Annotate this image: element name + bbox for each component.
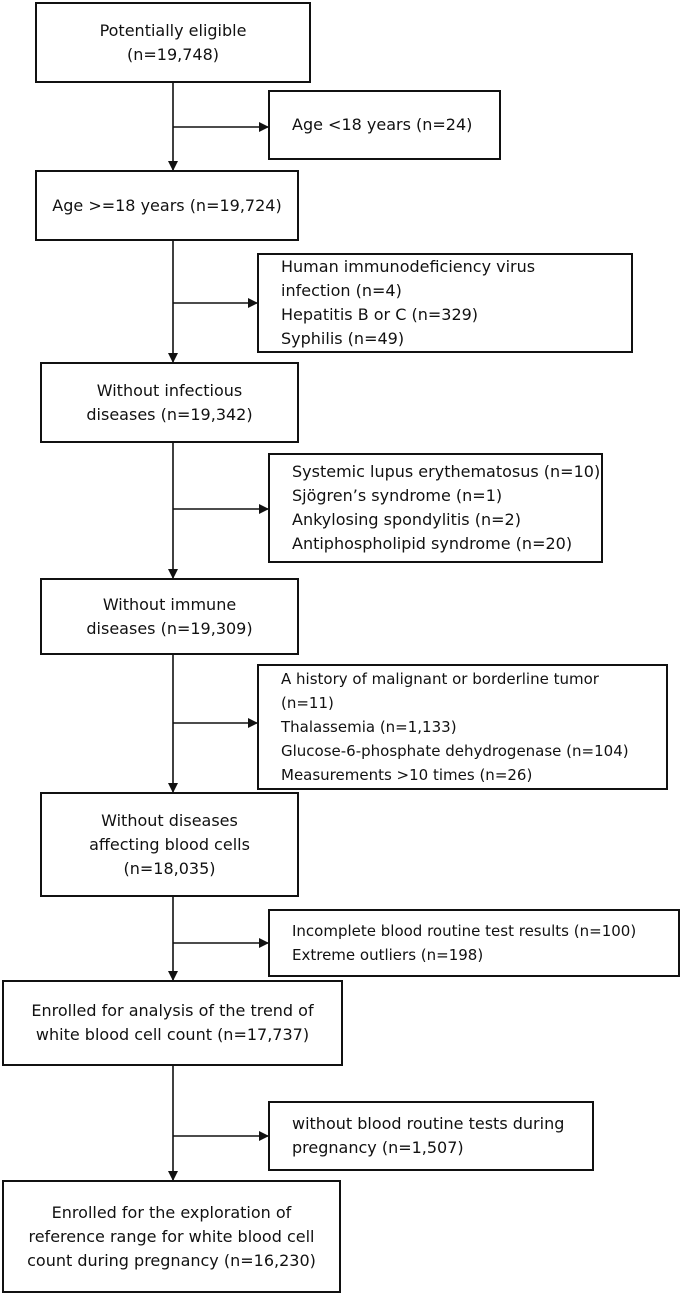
box-text-line: pregnancy (n=1,507) xyxy=(292,1138,464,1157)
box-text-line: (n=18,035) xyxy=(123,858,216,878)
exclusion-box-no-pregnancy-tests: without blood routine tests during pregn… xyxy=(268,1101,594,1171)
box-text-line: Antiphospholipid syndrome (n=20) xyxy=(292,534,573,553)
box-text-line: Enrolled for analysis of the trend of xyxy=(31,1001,314,1020)
box-text-line: Potentially eligible xyxy=(99,20,247,40)
box-enrolled-trend: Enrolled for analysis of the trend of wh… xyxy=(2,980,343,1066)
box-without-immune: Without immune diseases (n=19,309) xyxy=(40,578,299,655)
box-text-line: Hepatitis B or C (n=329) xyxy=(281,305,479,324)
box-text-line: A history of malignant or borderline tum… xyxy=(281,670,599,688)
box-text-line: Glucose-6-phosphate dehydrogenase (n=104… xyxy=(281,742,629,760)
box-potentially-eligible: Potentially eligible (n=19,748) xyxy=(35,2,311,83)
box-age-18-plus: Age >=18 years (n=19,724) xyxy=(35,170,299,241)
box-text-line: Measurements >10 times (n=26) xyxy=(281,766,533,784)
box-text-line: (n=19,748) xyxy=(126,44,219,64)
box-text-line: diseases (n=19,342) xyxy=(86,404,253,424)
box-text-line: without blood routine tests during xyxy=(292,1114,565,1133)
box-text-line: Extreme outliers (n=198) xyxy=(292,946,484,964)
box-text-line: reference range for white blood cell xyxy=(28,1226,315,1246)
box-text-line: Systemic lupus erythematosus (n=10) xyxy=(292,462,601,481)
exclusion-box-immune: Systemic lupus erythematosus (n=10) Sjög… xyxy=(268,453,603,563)
exclusion-box-blood-diseases: A history of malignant or borderline tum… xyxy=(257,664,668,790)
box-text-line: Thalassemia (n=1,133) xyxy=(281,718,457,736)
box-text-line: (n=11) xyxy=(281,694,334,712)
box-text-line: white blood cell count (n=17,737) xyxy=(35,1025,310,1044)
box-text-line: Without infectious xyxy=(96,380,243,400)
box-text-line: diseases (n=19,309) xyxy=(86,618,253,638)
box-text-line: Incomplete blood routine test results (n… xyxy=(292,922,637,940)
exclusion-box-age: Age <18 years (n=24) xyxy=(268,90,501,160)
box-text-line: count during pregnancy (n=16,230) xyxy=(27,1250,316,1270)
box-text-line: infection (n=4) xyxy=(281,281,402,300)
box-text-line: Human immunodeficiency virus xyxy=(281,257,536,276)
box-text-line: Syphilis (n=49) xyxy=(281,329,405,348)
box-text-line: Sjögren’s syndrome (n=1) xyxy=(292,486,503,505)
box-text-line: affecting blood cells xyxy=(89,834,250,854)
box-text-line: Age <18 years (n=24) xyxy=(292,115,473,134)
exclusion-box-incomplete-tests: Incomplete blood routine test results (n… xyxy=(268,909,680,977)
box-text-line: Without diseases xyxy=(101,810,238,830)
exclusion-box-infectious: Human immunodeficiency virus infection (… xyxy=(257,253,633,353)
box-text-line: Ankylosing spondylitis (n=2) xyxy=(292,510,521,529)
box-text-line: Enrolled for the exploration of xyxy=(51,1202,292,1222)
box-without-infectious: Without infectious diseases (n=19,342) xyxy=(40,362,299,443)
box-text-line: Age >=18 years (n=19,724) xyxy=(52,195,282,215)
box-text-line: Without immune xyxy=(102,594,237,614)
box-without-blood-diseases: Without diseases affecting blood cells (… xyxy=(40,792,299,897)
box-enrolled-reference-range: Enrolled for the exploration of referenc… xyxy=(2,1180,341,1293)
